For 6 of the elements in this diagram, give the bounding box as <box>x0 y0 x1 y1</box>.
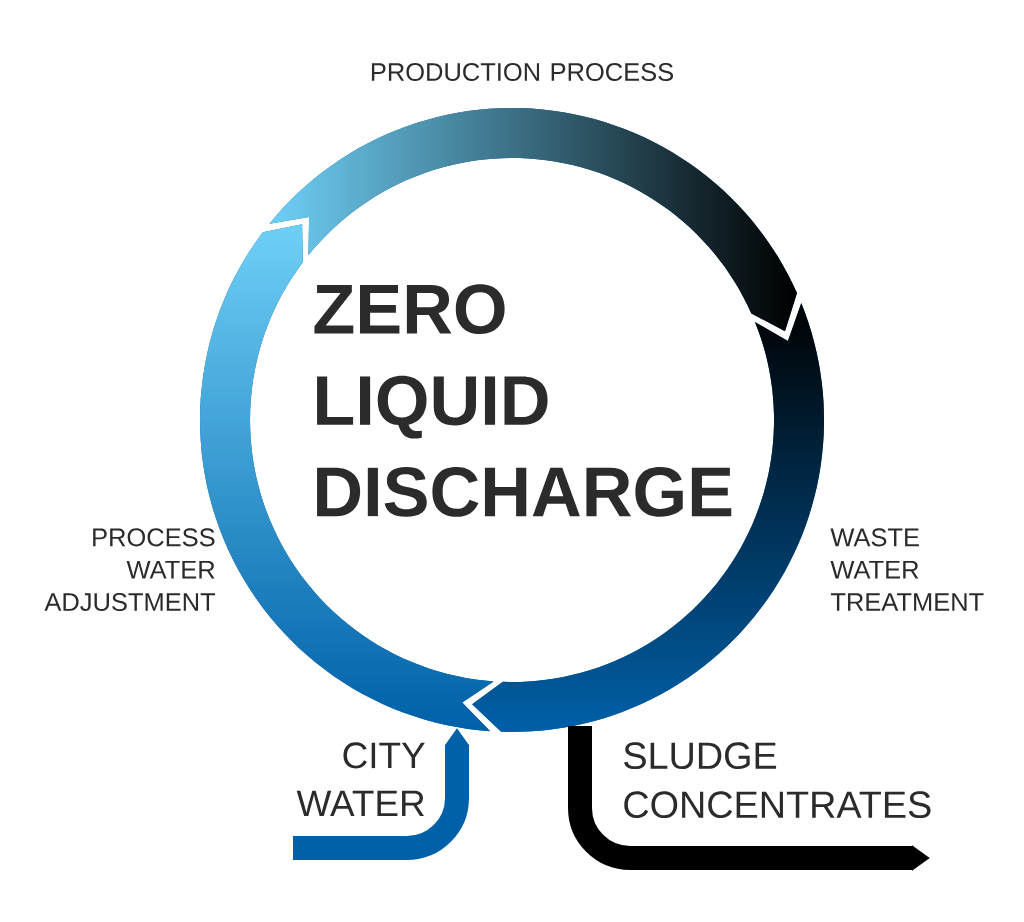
center-title: ZERO LIQUID DISCHARGE <box>314 284 732 517</box>
stage-label: PRODUCTION PROCESS <box>371 62 673 81</box>
stage-label: WASTE WATER TREATMENT <box>830 528 984 611</box>
edge-label: SLUDGE CONCENTRATES <box>624 742 931 819</box>
stage-label: PROCESS WATER ADJUSTMENT <box>44 528 216 612</box>
edge-label: CITY WATER <box>296 742 425 817</box>
